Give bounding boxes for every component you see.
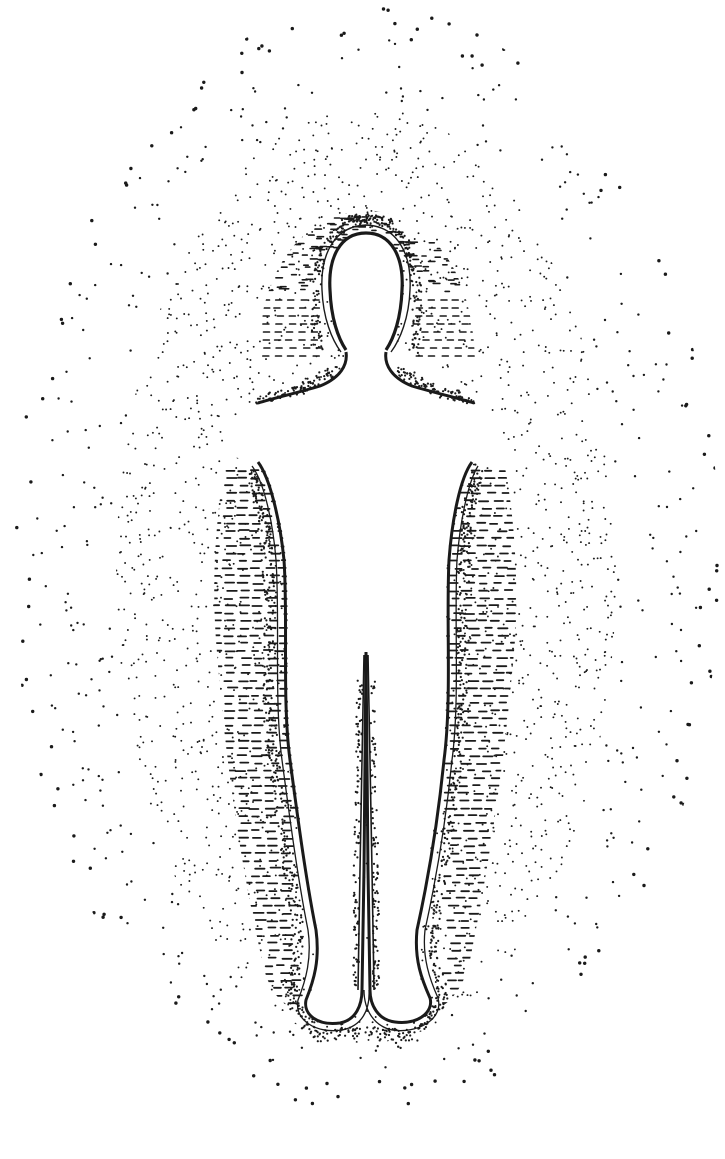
aura-illustration <box>0 0 725 1159</box>
